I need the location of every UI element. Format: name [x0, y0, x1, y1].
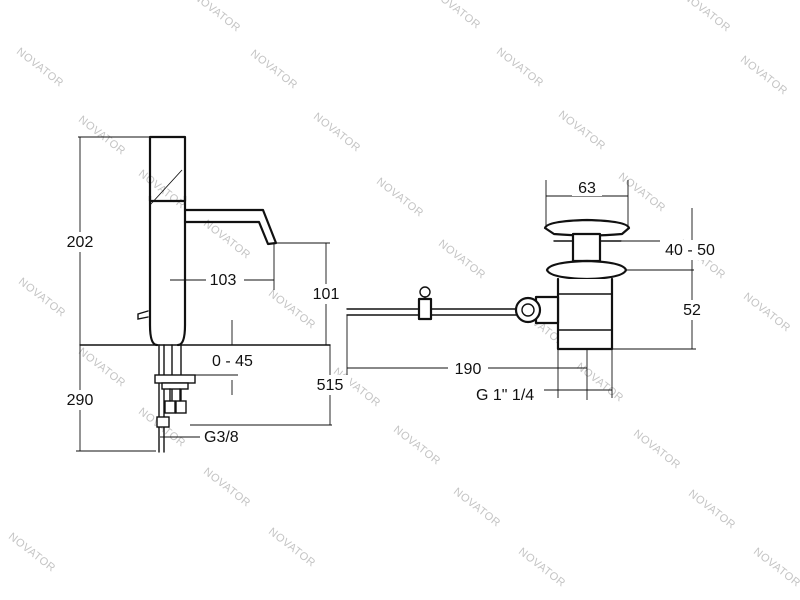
- dimension-labels: 202 103 101 290 0 - 45 515 G3/8 63 40 - …: [60, 178, 722, 446]
- watermark-text: NOVATOR: [374, 176, 426, 220]
- watermark-text: NOVATOR: [191, 0, 243, 35]
- watermark-text: NOVATOR: [741, 291, 793, 335]
- dim-label-290: 290: [67, 392, 94, 409]
- watermark-text: NOVATOR: [681, 0, 733, 35]
- dim-label-190: 190: [455, 361, 482, 378]
- watermark-text: NOVATOR: [14, 46, 66, 90]
- watermark-text: NOVATOR: [686, 488, 738, 532]
- faucet-drawing: [79, 135, 331, 453]
- dim-label-g1-1-4: G 1" 1/4: [476, 387, 534, 404]
- watermark-text: NOVATOR: [6, 531, 58, 575]
- dim-label-202: 202: [67, 234, 94, 251]
- dim-label-52: 52: [683, 302, 701, 319]
- watermark-text: NOVATOR: [631, 428, 683, 472]
- waste-drawing: [346, 218, 631, 351]
- watermark-text: NOVATOR: [751, 546, 800, 590]
- waste-dimension-lines: [346, 180, 696, 400]
- dim-label-63: 63: [578, 180, 596, 197]
- watermark-text: NOVATOR: [311, 111, 363, 155]
- watermark-text: NOVATOR: [431, 0, 483, 32]
- watermark-text: NOVATOR: [391, 424, 443, 468]
- dim-label-515: 515: [317, 377, 344, 394]
- watermark-text: NOVATOR: [451, 486, 503, 530]
- watermark-text: NOVATOR: [436, 238, 488, 282]
- watermark-text: NOVATOR: [266, 526, 318, 570]
- watermark-text: NOVATOR: [616, 171, 668, 215]
- watermark-text: NOVATOR: [136, 168, 188, 212]
- watermark-text: NOVATOR: [556, 109, 608, 153]
- dim-label-101: 101: [313, 286, 340, 303]
- dim-label-0-45: 0 - 45: [212, 353, 253, 370]
- watermark-text: NOVATOR: [248, 48, 300, 92]
- watermark-text: NOVATOR: [201, 218, 253, 262]
- dim-label-40-50: 40 - 50: [665, 242, 715, 259]
- watermark-text: NOVATOR: [574, 361, 626, 405]
- watermark-text: NOVATOR: [516, 546, 568, 590]
- watermark-text: NOVATOR: [494, 46, 546, 90]
- dim-label-103: 103: [210, 272, 237, 289]
- watermark-text: NOVATOR: [201, 466, 253, 510]
- watermark-text: NOVATOR: [76, 114, 128, 158]
- faucet-dimension-lines: [76, 136, 332, 452]
- dim-label-g3-8: G3/8: [204, 429, 239, 446]
- watermark-text: NOVATOR: [738, 54, 790, 98]
- watermark-text: NOVATOR: [76, 346, 128, 390]
- watermark-text: NOVATOR: [16, 276, 68, 320]
